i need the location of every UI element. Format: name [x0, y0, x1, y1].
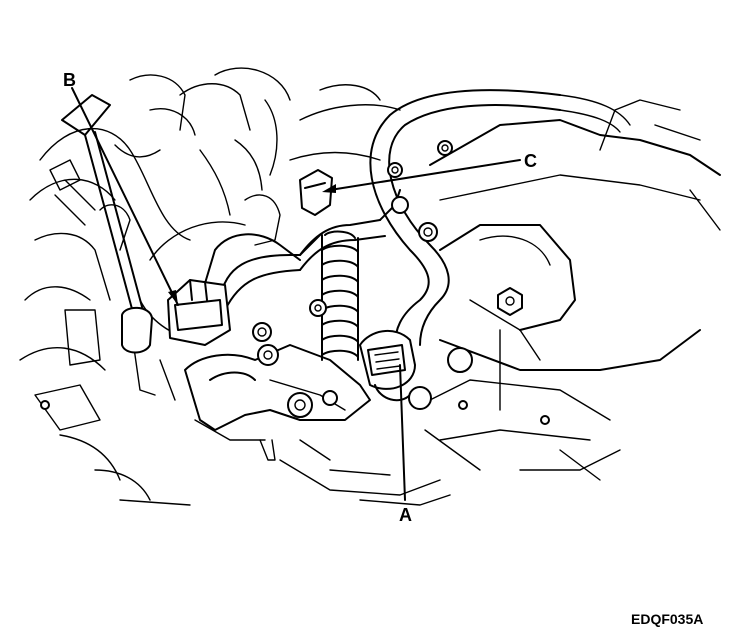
- dipstick: [61, 94, 153, 354]
- arrowhead-c: [322, 184, 336, 193]
- label-c: C: [524, 151, 537, 171]
- leader-line-b: [71, 87, 179, 306]
- leader-lines: [71, 87, 521, 501]
- figure-code: EDQF035A: [631, 611, 703, 627]
- connector-b: [167, 279, 231, 346]
- linkage-plate: [184, 233, 371, 431]
- leader-line-c: [329, 159, 521, 191]
- connector-c: [299, 169, 333, 216]
- corrugated-boot: [321, 230, 359, 361]
- label-b: B: [63, 70, 76, 90]
- label-a: A: [399, 505, 412, 525]
- connector-a: [359, 329, 416, 402]
- bolts: [40, 140, 550, 425]
- arrowhead-b: [168, 290, 178, 305]
- leader-line-a: [399, 364, 406, 501]
